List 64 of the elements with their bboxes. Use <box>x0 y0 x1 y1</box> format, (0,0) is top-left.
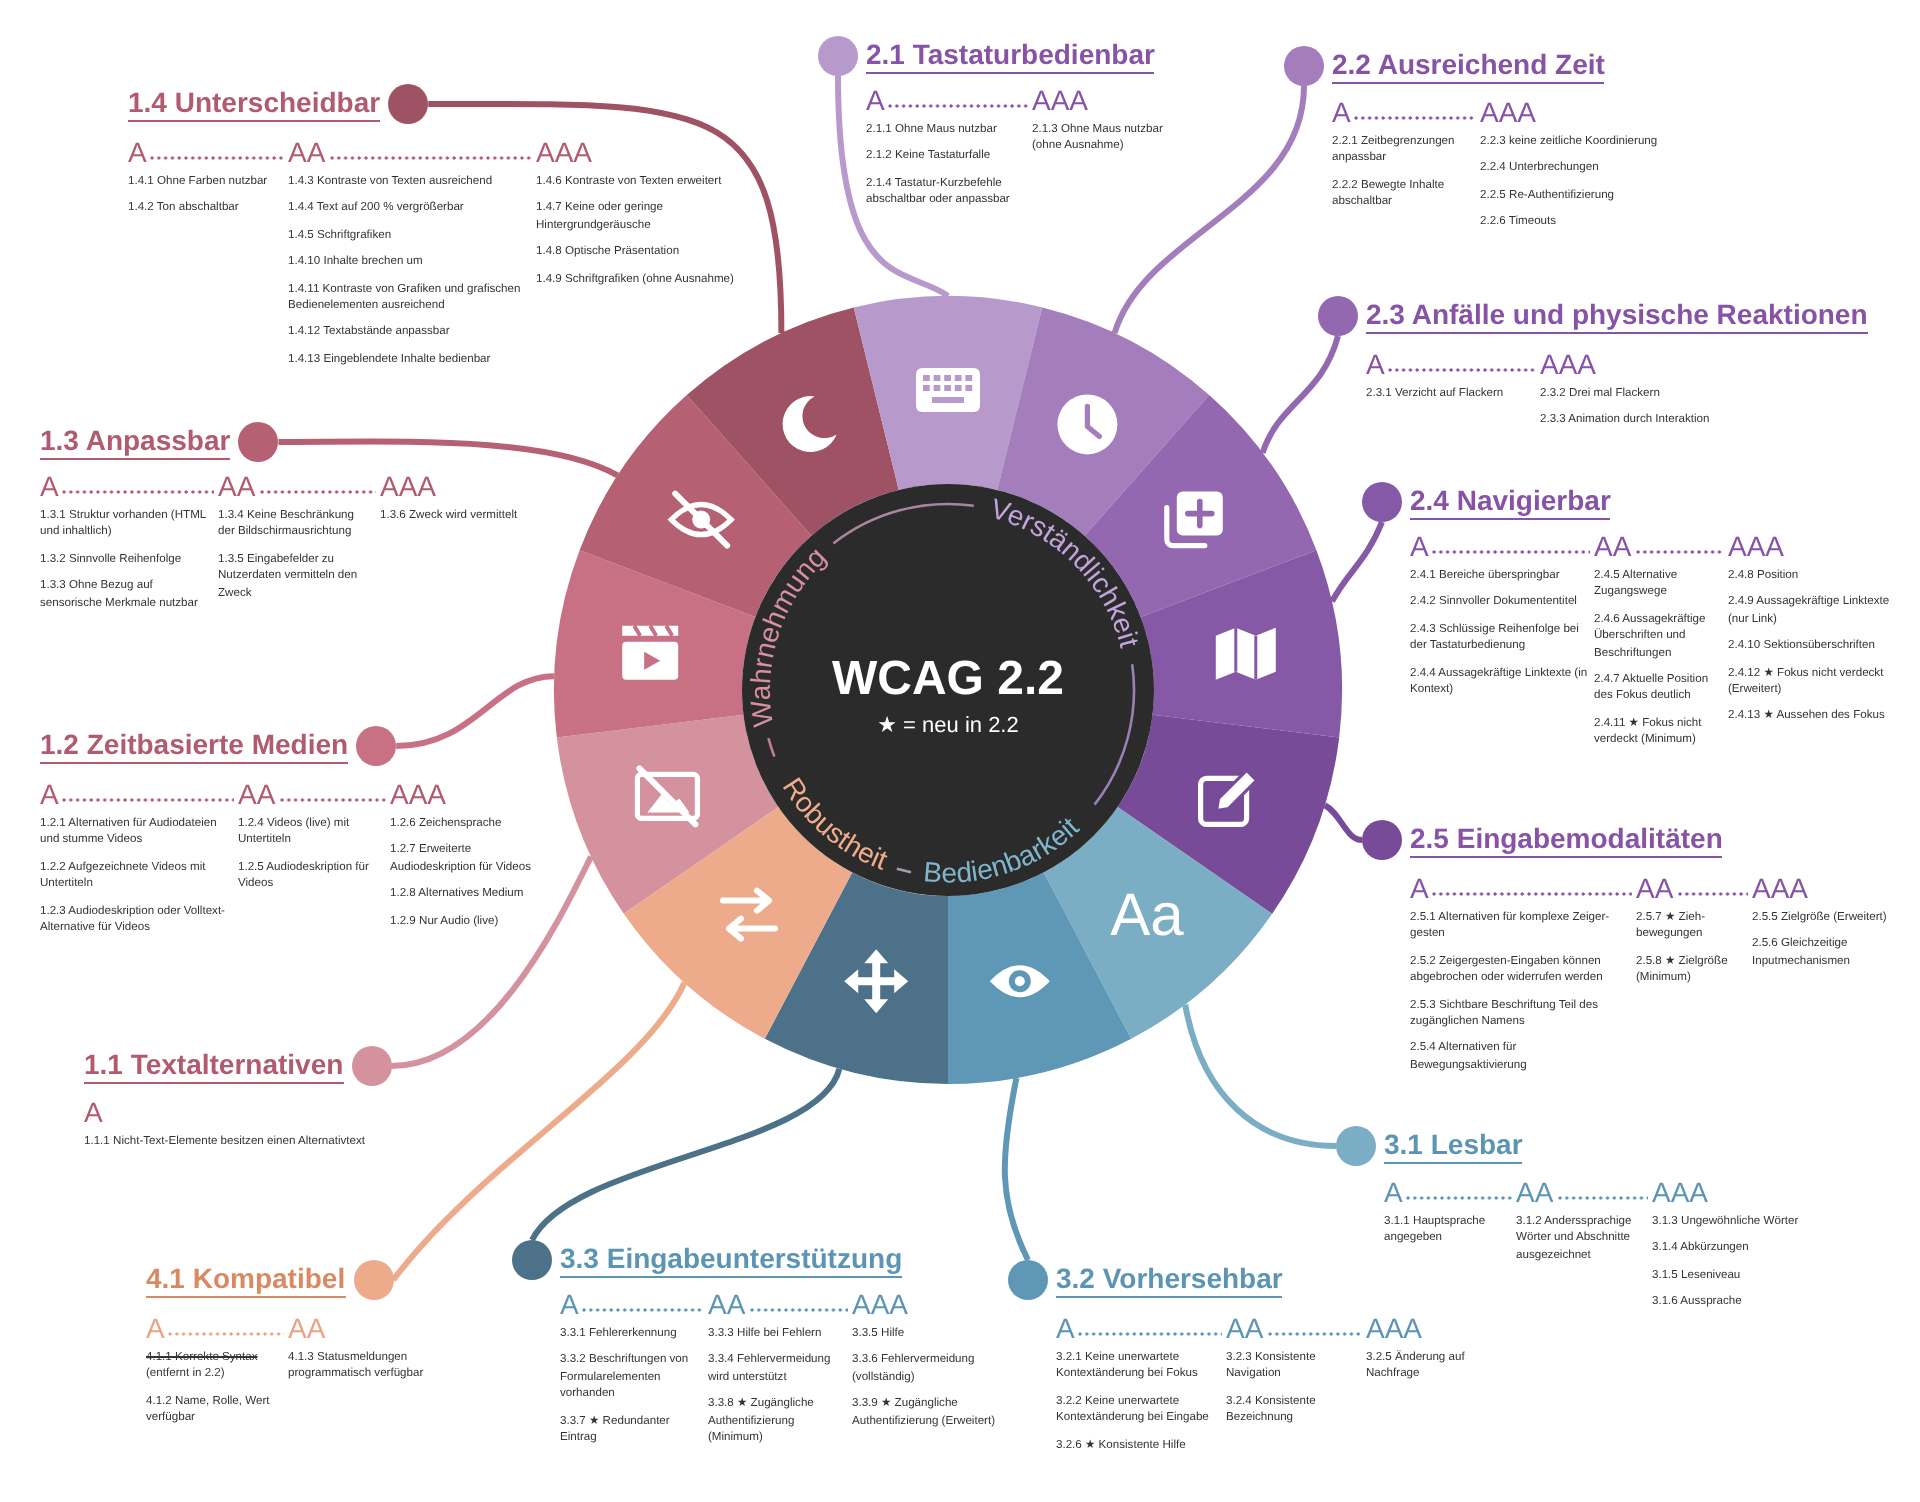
level-label: AA <box>1226 1312 1264 1344</box>
connector-line <box>395 673 555 749</box>
section-heading: 1.3 Anpassbar <box>40 424 231 460</box>
section-heading: 2.1 Tastaturbedienbar <box>866 38 1155 74</box>
connector-line <box>529 1067 843 1242</box>
connector-line <box>835 75 950 299</box>
level-label: AA <box>1516 1176 1554 1208</box>
center-title: WCAG 2.2 <box>832 656 1064 704</box>
section-heading: 2.4 Navigierbar <box>1410 484 1611 520</box>
section-heading: 4.1 Kompatibel <box>146 1262 346 1298</box>
level-label: A <box>866 84 885 116</box>
wheel-segment <box>1140 550 1343 738</box>
legend-note: ★ = neu in 2.2 <box>877 713 1019 739</box>
level-label: A <box>1410 530 1429 562</box>
level-label: A <box>146 1312 165 1344</box>
connector-line <box>390 981 688 1282</box>
level-label: AA <box>1594 530 1632 562</box>
section-heading: 2.2 Ausreichend Zeit <box>1332 48 1605 84</box>
level-label: AAA <box>1366 1312 1423 1344</box>
segment-label: Aa <box>1110 882 1184 949</box>
level-label: A <box>40 470 59 502</box>
level-label: AA <box>218 470 256 502</box>
level-label: AAA <box>380 470 437 502</box>
level-label: AAA <box>1752 872 1809 904</box>
connector-line <box>278 438 619 479</box>
level-label: AAA <box>1728 530 1785 562</box>
level-label: AA <box>238 778 276 810</box>
section-heading: 3.3 Eingabeunterstützung <box>560 1242 903 1278</box>
level-label: AAA <box>1480 96 1537 128</box>
level-label: AAA <box>1652 1176 1709 1208</box>
section-heading: 3.1 Lesbar <box>1384 1128 1523 1164</box>
connector-line <box>391 855 594 1069</box>
level-label: A <box>1410 872 1429 904</box>
section-heading: 2.5 Eingabemodalitäten <box>1410 822 1723 858</box>
level-label: A <box>560 1288 579 1320</box>
level-label: AA <box>288 1312 326 1344</box>
level-label: A <box>1384 1176 1403 1208</box>
wheel-segment <box>686 307 899 536</box>
level-label: AAA <box>1032 84 1089 116</box>
level-label: AA <box>288 136 326 168</box>
connector-line <box>1111 85 1307 335</box>
section-heading: 2.3 Anfälle und physische Reaktionen <box>1366 298 1868 334</box>
level-label: AAA <box>536 136 593 168</box>
section-heading: 1.1 Textalternativen <box>84 1048 344 1084</box>
connector-line <box>1182 1003 1337 1149</box>
level-label: A <box>84 1096 103 1128</box>
connector-line <box>428 100 785 334</box>
level-label: A <box>1366 348 1385 380</box>
level-label: A <box>1332 96 1351 128</box>
level-label: AAA <box>390 778 447 810</box>
level-label: AAA <box>852 1288 909 1320</box>
section-heading: 1.2 Zeitbasierte Medien <box>40 728 349 764</box>
level-label: A <box>40 778 59 810</box>
connector-line <box>1323 802 1363 843</box>
level-label: AAA <box>1540 348 1597 380</box>
level-label: AA <box>1636 872 1674 904</box>
connector-line <box>1329 520 1385 603</box>
level-label: A <box>1056 1312 1075 1344</box>
connector-line <box>1001 1077 1031 1262</box>
level-label: A <box>128 136 147 168</box>
section-heading: 3.2 Vorhersehbar <box>1056 1262 1283 1298</box>
level-label: AA <box>708 1288 746 1320</box>
section-heading: 1.4 Unterscheidbar <box>128 86 381 122</box>
connector-line <box>1259 335 1341 454</box>
